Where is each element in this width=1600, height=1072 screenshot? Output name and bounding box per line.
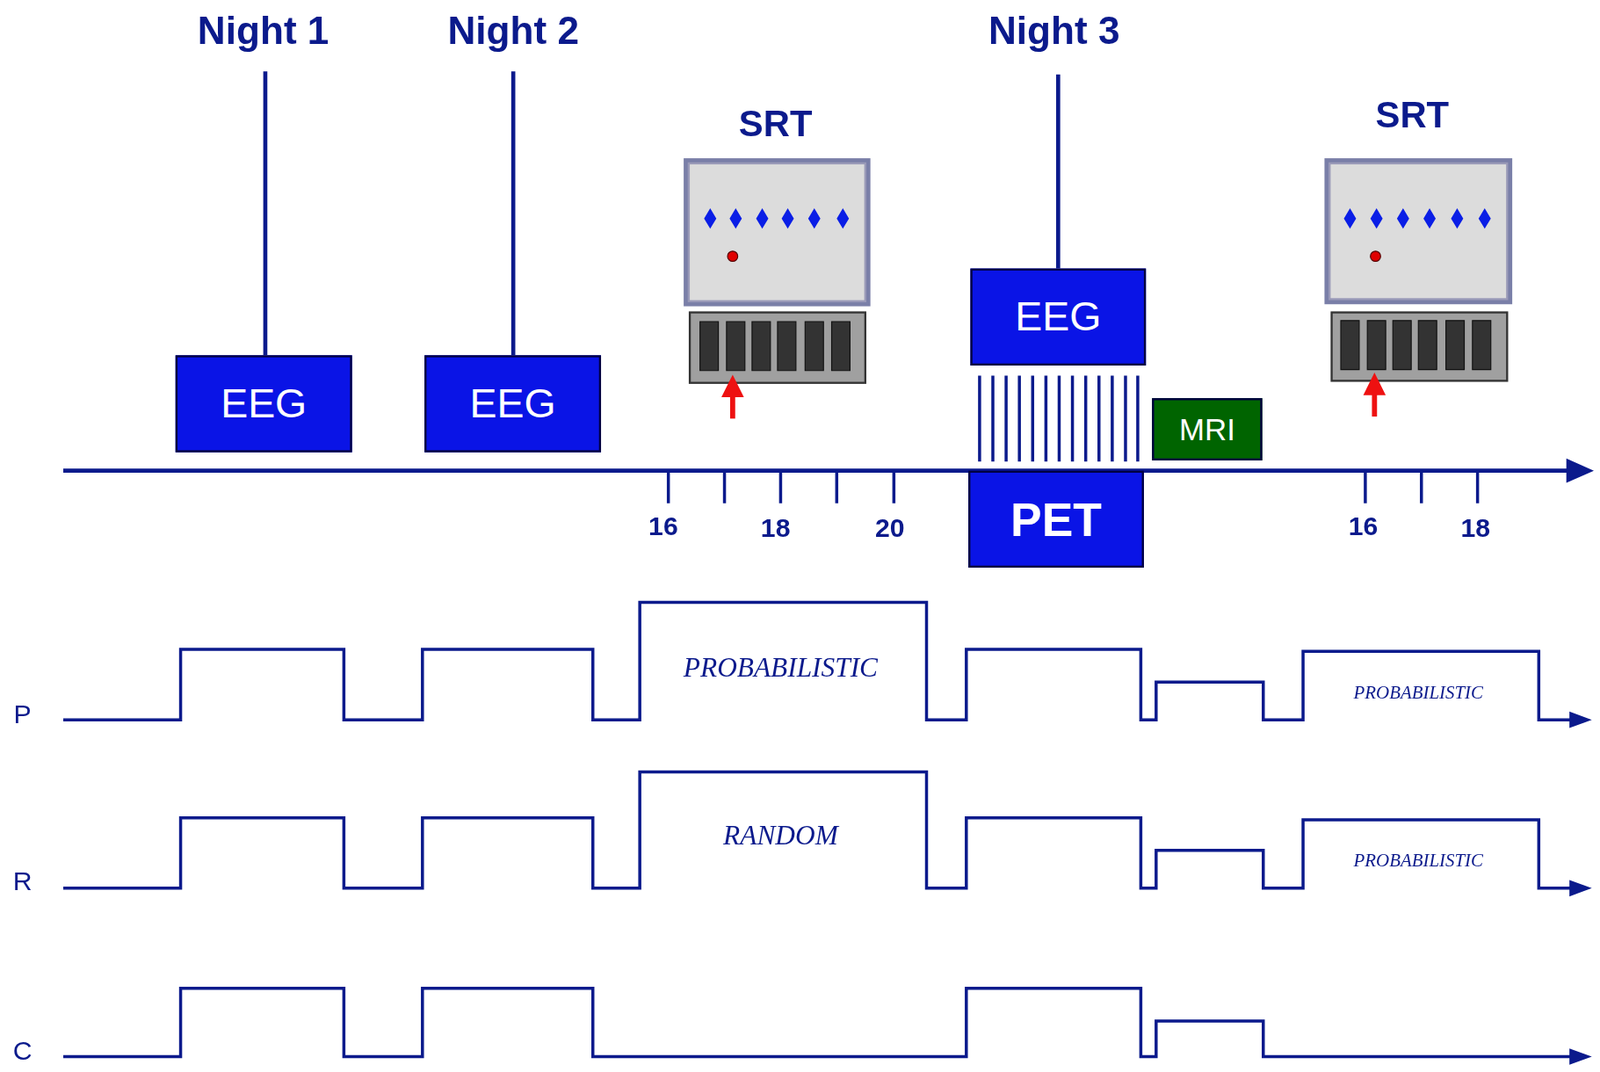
box-text: EEG (220, 380, 307, 427)
hour-tick: 18 (760, 514, 791, 542)
task-label: SRT (1375, 96, 1450, 134)
condition-label: PROBABILISTIC (683, 653, 878, 681)
arrowhead (1569, 880, 1593, 898)
group-label: P (13, 700, 31, 727)
response-keys (700, 321, 851, 371)
leader-line (265, 71, 1058, 355)
box-text: MRI (1179, 412, 1236, 448)
arrowhead (1569, 711, 1593, 729)
trace-p (63, 602, 1572, 721)
monitor-frame (1324, 158, 1513, 305)
hour-tick: 18 (1461, 514, 1492, 542)
eeg-box: EEG (970, 268, 1146, 366)
target-diamonds (703, 208, 849, 229)
task-label: SRT (738, 105, 813, 143)
box-text: EEG (1014, 294, 1101, 341)
mri-box: MRI (1151, 398, 1262, 461)
pet-box: PET (968, 470, 1144, 568)
arrowhead (1569, 1048, 1593, 1065)
night-label: Night 1 (197, 11, 330, 51)
time-axis (63, 468, 1570, 473)
axis-arrowhead (1566, 458, 1594, 484)
trace-r (63, 771, 1572, 888)
eeg-box: EEG (424, 354, 601, 452)
monitor-frame (683, 158, 871, 306)
group-label: C (13, 1036, 33, 1064)
hour-tick: 20 (875, 514, 905, 542)
condition-label: PROBABILISTIC (1353, 682, 1484, 702)
pet-frames (979, 376, 1138, 463)
keyboard (1332, 312, 1508, 382)
stimulus-dot (1370, 251, 1382, 262)
night-label: Night 3 (988, 11, 1121, 51)
group-label: R (13, 868, 33, 895)
trace-c (63, 988, 1572, 1058)
stimulus-dot (727, 251, 739, 262)
condition-label: RANDOM (723, 822, 839, 850)
response-keys (1340, 320, 1492, 370)
response-arrowhead (1363, 372, 1387, 396)
target-diamonds (1344, 208, 1492, 229)
night-leaders (265, 71, 1058, 355)
eeg-box: EEG (175, 354, 353, 452)
box-text: EEG (470, 380, 557, 427)
box-text: PET (1010, 491, 1102, 547)
monitor-screen (1329, 163, 1507, 300)
hour-tick: 16 (648, 512, 679, 539)
srt-screen (683, 158, 871, 419)
monitor-screen (688, 163, 866, 302)
night-label: Night 2 (447, 11, 580, 51)
hour-tick: 16 (1348, 512, 1379, 539)
response-arrowhead (721, 374, 745, 398)
trace-arrowheads (1569, 711, 1593, 1065)
condition-label: PROBABILISTIC (1353, 851, 1484, 870)
keyboard (689, 312, 866, 384)
group-traces (63, 602, 1572, 1058)
srt-screen (1324, 158, 1513, 417)
